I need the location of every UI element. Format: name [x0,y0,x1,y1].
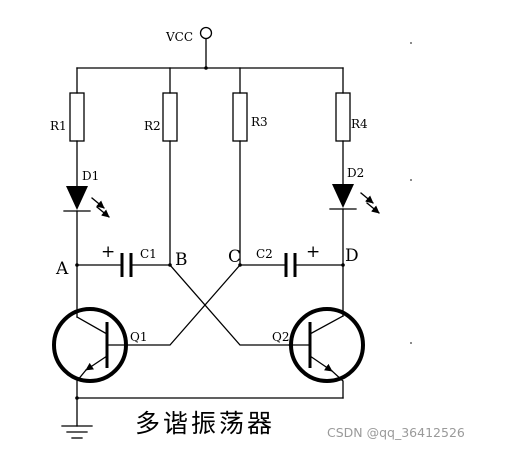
diagram-title: 多谐振荡器 [135,409,275,438]
d2-label: D2 [347,166,364,180]
r2-label: R2 [144,119,161,133]
capacitor-c2: C2 + [256,242,320,277]
node-b-label: B [175,250,188,270]
q1-label: Q1 [130,330,147,344]
cross-wire-c-to-q1 [124,264,241,346]
ground-symbol [61,397,93,439]
r1-label: R1 [50,119,67,133]
r3-label: R3 [251,115,268,129]
cross-wire-b-to-q2 [169,264,290,346]
node-d-label: D [345,246,359,266]
led-d2: D2 [329,166,380,266]
vcc-terminal: VCC [165,26,213,70]
c2-plus: + [306,242,320,262]
transistor-q1: Q1 [52,307,147,399]
resistor-r4: R4 [335,67,368,185]
csdn-watermark: CSDN @qq_36412526 [327,425,465,440]
resistor-r2: R2 [144,67,178,266]
node-a-label: A [55,259,69,279]
d2-light-arrows [360,192,380,214]
d1-light-arrows [91,197,110,218]
r4-label: R4 [351,117,368,131]
transistor-q2: Q2 [272,307,365,399]
c1-plus: + [101,242,115,262]
resistor-r3: R3 [232,67,268,266]
node-c-label: C [228,247,241,267]
c2-label: C2 [256,247,273,261]
c1-label: C1 [140,247,157,261]
led-d1: D1 [63,169,110,266]
q2-label: Q2 [272,330,289,344]
resistor-r1: R1 [50,67,85,187]
d1-label: D1 [82,169,99,183]
vcc-label: VCC [165,30,193,44]
capacitor-c1: + C1 [101,242,157,277]
